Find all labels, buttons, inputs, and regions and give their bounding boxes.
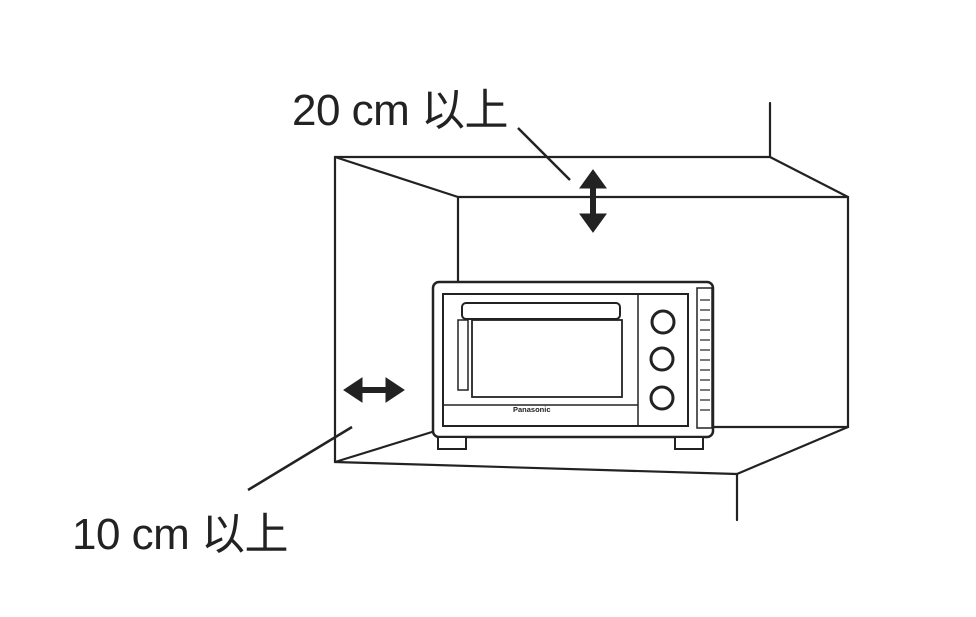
vertical-clearance-arrow-icon [579, 169, 607, 233]
oven-brand-logo: Panasonic [513, 405, 551, 414]
top-clearance-label: 20 cm 以上 [292, 86, 509, 135]
oven [431, 280, 715, 450]
horizontal-clearance-arrow-icon [343, 377, 405, 403]
leader-lines [247, 127, 571, 492]
side-clearance-label: 10 cm 以上 [72, 510, 289, 559]
oven-knobs [649, 309, 676, 411]
cabinet-outline [333, 101, 850, 522]
